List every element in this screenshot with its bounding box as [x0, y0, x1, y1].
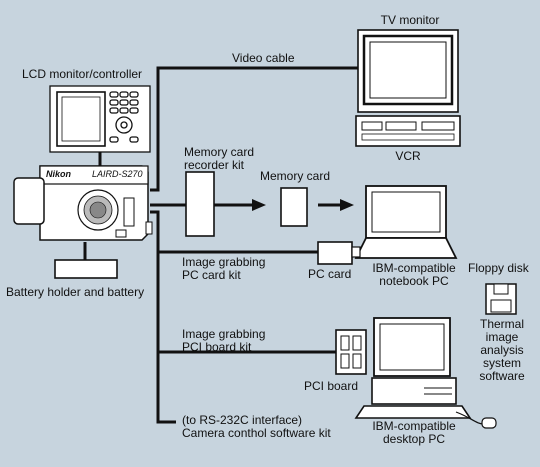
software-label: Thermal image analysis system software	[479, 317, 525, 383]
desktop-pc-label: IBM-compatible desktop PC	[372, 419, 456, 446]
video-cable-label: Video cable	[232, 51, 295, 65]
memory-card	[280, 187, 308, 227]
arrows	[214, 199, 354, 211]
memory-card-recorder-label: Memory card recorder kit	[184, 145, 255, 172]
vcr-label: VCR	[395, 149, 421, 163]
notebook-pc	[354, 185, 458, 259]
image-grabbing-pc-label: Image grabbing PC card kit	[182, 255, 266, 282]
arrow-head-2	[340, 199, 354, 211]
floppy-disk	[485, 283, 517, 315]
tv-monitor-label: TV monitor	[380, 13, 440, 27]
pci-board-label: PCI board	[304, 379, 359, 393]
floppy-disk-label: Floppy disk	[468, 261, 529, 275]
image-grabbing-pci-label: Image grabbing PCI board kit	[182, 327, 266, 354]
distribution-line	[150, 210, 176, 424]
pc-card-label: PC card	[308, 267, 352, 281]
arrow-head-1	[252, 199, 266, 211]
battery-label: Battery holder and battery	[6, 285, 145, 299]
lcd-monitor-controller	[49, 85, 151, 153]
connection-lines	[83, 66, 358, 424]
notebook-pc-label: IBM-compatible notebook PC	[372, 261, 456, 288]
pc-card	[317, 241, 361, 265]
desktop-pc	[354, 317, 497, 429]
memory-card-recorder	[185, 171, 215, 237]
memory-card-label: Memory card	[260, 169, 331, 183]
rs232-software-label: (to RS-232C interface) Camera conthol so…	[182, 413, 331, 440]
tv-monitor	[357, 29, 459, 113]
vcr	[355, 115, 461, 147]
camera-brand-label: Nikon	[46, 169, 72, 179]
camera-model-label: LAIRD-S270	[92, 169, 143, 179]
thermal-camera	[13, 165, 153, 241]
pci-board	[335, 329, 367, 375]
battery-holder	[54, 259, 118, 279]
lcd-monitor-label: LCD monitor/controller	[22, 67, 143, 81]
video-cable-line	[150, 66, 358, 192]
